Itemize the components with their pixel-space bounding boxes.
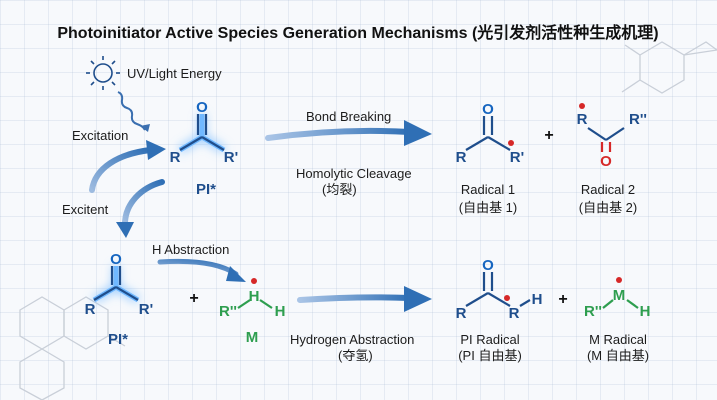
hydrogen-abstraction-cn-label: (夺氢) (338, 348, 373, 363)
pi-star-molecule-bottom: O R R' PI* (85, 251, 154, 348)
uv-light-energy-label: UV/Light Energy (127, 66, 222, 81)
oxygen-atom: O (110, 251, 122, 268)
r-group: R (577, 111, 588, 128)
sun-icon (86, 56, 120, 90)
r-prime-group: R' (139, 301, 153, 318)
background-molecule-top-right (621, 41, 717, 94)
radical-2-label: Radical 2 (581, 182, 635, 197)
m-radical-cn-label: (M 自由基) (587, 348, 649, 363)
oxygen-atom: O (196, 99, 208, 116)
m-label: M (246, 329, 259, 346)
radical-dot (504, 295, 510, 301)
r-group: R (509, 305, 520, 322)
radical-2-molecule: R O R'' (577, 103, 647, 170)
h-abstraction-arrow (157, 258, 246, 282)
bond-breaking-arrow (265, 120, 432, 146)
radical-1-molecule: O R R' (456, 101, 525, 166)
hydrogen-atom: H (249, 288, 260, 305)
background-molecule-bottom-left (19, 296, 126, 400)
plus-sign: + (558, 291, 567, 308)
plus-sign: + (189, 290, 198, 307)
radical-dot (616, 277, 622, 283)
pi-radical-molecule: O R R H (456, 257, 543, 322)
m-radical-label: M Radical (589, 332, 647, 347)
pi-radical-label: PI Radical (460, 332, 519, 347)
r-prime-group: R' (510, 149, 524, 166)
r-double-prime-group: R'' (629, 111, 647, 128)
page-title: Photoinitiator Active Species Generation… (57, 23, 658, 42)
r-group: R (456, 149, 467, 166)
r-group: R (85, 301, 96, 318)
hydrogen-abstraction-label: Hydrogen Abstraction (290, 332, 414, 347)
pi-star-label-bottom: PI* (108, 331, 128, 348)
m-radical-molecule: M R'' H (584, 277, 650, 320)
oxygen-atom: O (482, 257, 494, 274)
h-abstraction-label: H Abstraction (152, 242, 229, 257)
radical-1-label: Radical 1 (461, 182, 515, 197)
r-prime-group: R' (224, 149, 238, 166)
oxygen-atom: O (600, 153, 612, 170)
oxygen-atom: O (482, 101, 494, 118)
radical-dot (579, 103, 585, 109)
pi-star-molecule-top: O R R' PI* (170, 99, 239, 198)
m-atom: M (613, 287, 626, 304)
radical-1-cn-label: (自由基 1) (459, 200, 518, 215)
radical-2-cn-label: (自由基 2) (579, 200, 638, 215)
plus-sign: + (544, 127, 553, 144)
mh-molecule: H R'' H M (219, 278, 285, 346)
hydrogen-atom: H (640, 303, 651, 320)
light-wave-arrow (117, 91, 150, 132)
r-double-prime-group: R'' (584, 303, 602, 320)
excitation-arrow (89, 140, 166, 193)
hydrogen-atom: H (275, 303, 286, 320)
pi-radical-cn-label: (PI 自由基) (458, 348, 522, 363)
r-group: R (456, 305, 467, 322)
bond-breaking-label: Bond Breaking (306, 109, 391, 124)
r-double-prime-group: R'' (219, 303, 237, 320)
excitation-label: Excitation (72, 128, 128, 143)
homolytic-cleavage-cn-label: (均裂) (322, 182, 357, 197)
radical-dot (251, 278, 257, 284)
hydrogen-atom: H (532, 291, 543, 308)
excitent-arrow (116, 179, 165, 238)
homolytic-cleavage-label: Homolytic Cleavage (296, 166, 412, 181)
excitent-label: Excitent (62, 202, 109, 217)
r-group: R (170, 149, 181, 166)
radical-dot (508, 140, 514, 146)
pi-star-label-top: PI* (196, 181, 216, 198)
hydrogen-abstraction-arrow (297, 286, 432, 312)
